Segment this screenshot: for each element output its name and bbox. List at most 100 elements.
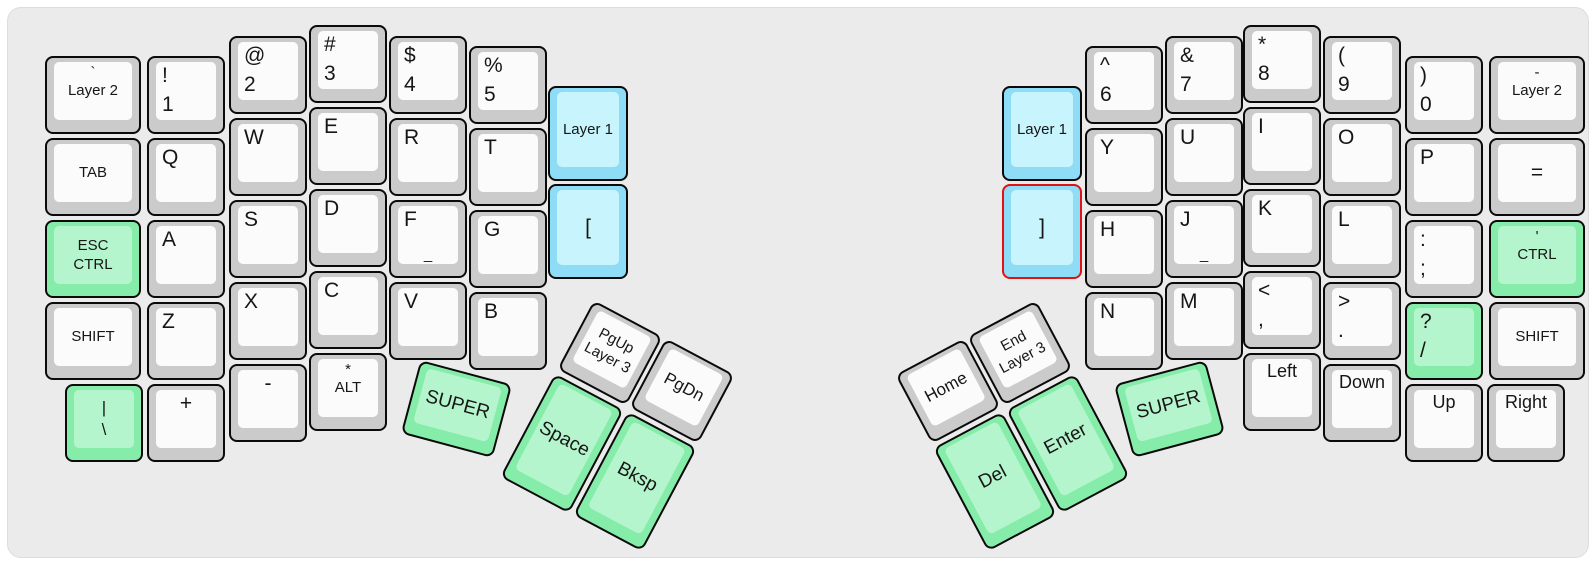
key-question-slash[interactable]: ?/ bbox=[1405, 302, 1483, 380]
key-legend: U bbox=[1180, 126, 1196, 149]
key-legend: E bbox=[324, 115, 339, 138]
key-r[interactable]: R bbox=[389, 118, 467, 196]
keycap-face: SUPER bbox=[413, 368, 502, 443]
key-d[interactable]: D bbox=[309, 189, 387, 267]
key-comma[interactable]: <, bbox=[1243, 271, 1321, 349]
key-lbracket[interactable]: [ bbox=[548, 184, 628, 279]
key-plus[interactable]: + bbox=[147, 384, 225, 462]
key-v[interactable]: V bbox=[389, 282, 467, 360]
keycap-face: !1 bbox=[156, 62, 216, 120]
key-layer1-left[interactable]: Layer 1 bbox=[548, 86, 628, 181]
key-legend: > bbox=[1338, 290, 1351, 313]
keycap-face: SUPER bbox=[1124, 368, 1213, 443]
key-legend: _ bbox=[1199, 245, 1209, 263]
key-n[interactable]: N bbox=[1085, 292, 1163, 370]
key-legend: W bbox=[244, 126, 264, 149]
key-arrow-right[interactable]: Right bbox=[1487, 384, 1565, 462]
keycap-face: N bbox=[1094, 298, 1154, 356]
keycap-face: W bbox=[238, 124, 298, 182]
key-q[interactable]: Q bbox=[147, 138, 225, 216]
key-tab[interactable]: TAB bbox=[45, 138, 141, 216]
key-y[interactable]: Y bbox=[1085, 128, 1163, 206]
key-legend: C bbox=[324, 279, 340, 302]
key-period[interactable]: >. bbox=[1323, 282, 1401, 360]
key-minus[interactable]: - bbox=[229, 364, 307, 442]
key-p[interactable]: P bbox=[1405, 138, 1483, 216]
key-arrow-up[interactable]: Up bbox=[1405, 384, 1483, 462]
keycap-face: H bbox=[1094, 216, 1154, 274]
key-6[interactable]: ^6 bbox=[1085, 46, 1163, 124]
key-c[interactable]: C bbox=[309, 271, 387, 349]
key-legend: Left bbox=[1266, 361, 1298, 381]
key-legend: 2 bbox=[244, 72, 256, 96]
key-legend: I bbox=[1258, 115, 1264, 138]
keycap-face: A bbox=[156, 226, 216, 284]
key-z[interactable]: Z bbox=[147, 302, 225, 380]
keycap-face: %5 bbox=[478, 52, 538, 110]
key-esc-ctrl[interactable]: ESC CTRL bbox=[45, 220, 141, 298]
key-shift-right[interactable]: SHIFT bbox=[1489, 302, 1585, 380]
key-o[interactable]: O bbox=[1323, 118, 1401, 196]
key-w[interactable]: W bbox=[229, 118, 307, 196]
key-g[interactable]: G bbox=[469, 210, 547, 288]
key-legend: O bbox=[1338, 126, 1355, 149]
key-legend: Down bbox=[1338, 372, 1386, 392]
key-s[interactable]: S bbox=[229, 200, 307, 278]
key-legend: R bbox=[404, 126, 420, 149]
keycap-face: `Layer 2 bbox=[54, 62, 132, 120]
key-legend: P bbox=[1420, 146, 1435, 169]
key-3[interactable]: #3 bbox=[309, 25, 387, 103]
key-legend: ' bbox=[1535, 228, 1539, 245]
key-semicolon[interactable]: :; bbox=[1405, 220, 1483, 298]
key-t[interactable]: T bbox=[469, 128, 547, 206]
key-grave-layer2[interactable]: `Layer 2 bbox=[45, 56, 141, 134]
key-super-right[interactable]: SUPER bbox=[1113, 360, 1226, 458]
key-f[interactable]: F_ bbox=[389, 200, 467, 278]
key-legend: Right bbox=[1504, 392, 1548, 412]
key-shift-left[interactable]: SHIFT bbox=[45, 302, 141, 380]
key-h[interactable]: H bbox=[1085, 210, 1163, 288]
key-legend: Q bbox=[162, 146, 179, 169]
key-a[interactable]: A bbox=[147, 220, 225, 298]
key-9[interactable]: (9 bbox=[1323, 36, 1401, 114]
key-minus-layer2[interactable]: -Layer 2 bbox=[1489, 56, 1585, 134]
key-equals[interactable]: = bbox=[1489, 138, 1585, 216]
key-legend: ( bbox=[1338, 44, 1345, 67]
keycap-face: E bbox=[318, 113, 378, 171]
key-k[interactable]: K bbox=[1243, 189, 1321, 267]
key-u[interactable]: U bbox=[1165, 118, 1243, 196]
keycap-face: End Layer 3 bbox=[978, 309, 1059, 390]
key-x[interactable]: X bbox=[229, 282, 307, 360]
key-b[interactable]: B bbox=[469, 292, 547, 370]
keycap-face: M bbox=[1174, 288, 1234, 346]
key-j[interactable]: J_ bbox=[1165, 200, 1243, 278]
key-quote-ctrl[interactable]: 'CTRL bbox=[1489, 220, 1585, 298]
key-5[interactable]: %5 bbox=[469, 46, 547, 124]
key-arrow-down[interactable]: Down bbox=[1323, 364, 1401, 442]
keycap-face: ] bbox=[1011, 190, 1073, 265]
key-legend: Layer 2 bbox=[67, 82, 119, 100]
key-1[interactable]: !1 bbox=[147, 56, 225, 134]
key-arrow-left[interactable]: Left bbox=[1243, 353, 1321, 431]
key-asterisk-alt[interactable]: *ALT bbox=[309, 353, 387, 431]
key-i[interactable]: I bbox=[1243, 107, 1321, 185]
key-layer1-right[interactable]: Layer 1 bbox=[1002, 86, 1082, 181]
key-8[interactable]: *8 bbox=[1243, 25, 1321, 103]
key-e[interactable]: E bbox=[309, 107, 387, 185]
key-7[interactable]: &7 bbox=[1165, 36, 1243, 114]
key-legend: V bbox=[404, 290, 419, 313]
key-0[interactable]: )0 bbox=[1405, 56, 1483, 134]
key-super-left[interactable]: SUPER bbox=[400, 360, 513, 458]
keycap-face: SHIFT bbox=[54, 308, 132, 366]
keycap-face: *8 bbox=[1252, 31, 1312, 89]
key-l[interactable]: L bbox=[1323, 200, 1401, 278]
keycap-face: <, bbox=[1252, 277, 1312, 335]
key-4[interactable]: $4 bbox=[389, 36, 467, 114]
key-2[interactable]: @2 bbox=[229, 36, 307, 114]
key-m[interactable]: M bbox=[1165, 282, 1243, 360]
keycap-face: Left bbox=[1252, 359, 1312, 417]
keycap-face: = bbox=[1498, 144, 1576, 202]
keycap-face: PgUp Layer 3 bbox=[571, 309, 652, 390]
key-rbracket[interactable]: ] bbox=[1002, 184, 1082, 279]
key-pipe-backslash[interactable]: | \ bbox=[65, 384, 143, 462]
